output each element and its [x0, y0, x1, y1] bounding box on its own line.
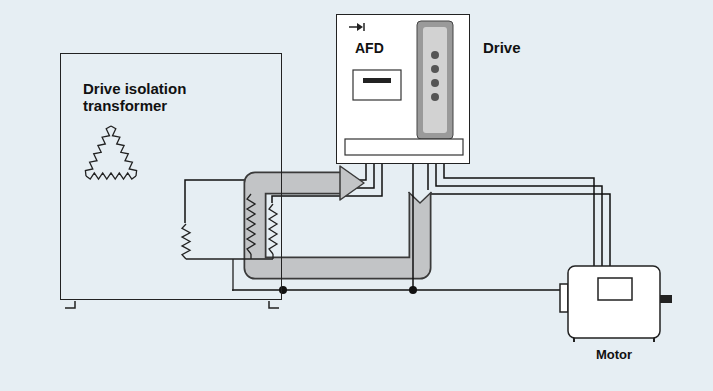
winding	[247, 194, 255, 254]
winding	[85, 126, 111, 176]
drive-box-art	[337, 15, 471, 165]
motor-shaft	[660, 295, 672, 303]
motor-end-cap	[560, 284, 568, 312]
drive-label: Drive	[483, 39, 521, 56]
winding	[86, 173, 136, 179]
terminal-strip	[345, 139, 463, 155]
winding	[182, 224, 190, 259]
winding	[111, 126, 137, 176]
keypad-panel	[417, 21, 453, 139]
drive-ground-wire	[412, 164, 414, 290]
motor: Motor	[558, 262, 676, 368]
wire	[428, 164, 610, 266]
ground-junction	[279, 286, 287, 294]
motor-label: Motor	[558, 348, 670, 363]
motor-feet	[574, 338, 654, 342]
transformer-title: Drive isolation transformer	[83, 80, 223, 115]
drive-box: AFDDrive	[336, 14, 470, 164]
wire	[436, 164, 602, 266]
transformer-box: Drive isolation transformer	[60, 53, 282, 300]
drive-type: AFD	[355, 40, 384, 56]
transformer-feet	[65, 301, 279, 308]
drive-display	[353, 70, 401, 100]
terminal-box	[598, 278, 632, 300]
power-wiring	[428, 164, 610, 266]
drive-symbol	[349, 23, 364, 31]
winding	[269, 204, 277, 254]
ground-junction	[409, 286, 417, 294]
wire	[444, 164, 594, 266]
motor-body	[568, 266, 660, 338]
